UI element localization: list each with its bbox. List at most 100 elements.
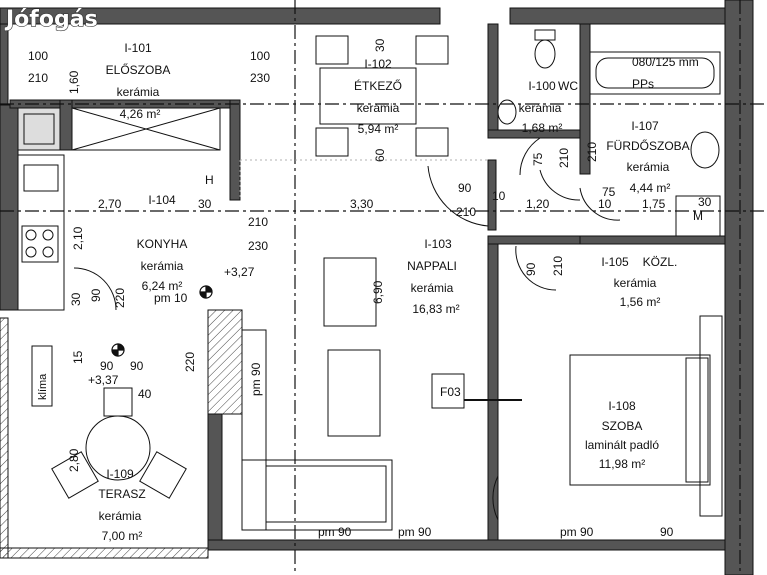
sink bbox=[23, 164, 59, 192]
wall-top-right bbox=[509, 7, 726, 25]
dim-label: pm 90 bbox=[398, 525, 432, 539]
sofa bbox=[241, 329, 267, 531]
room-area-utility: 1,56 m² bbox=[620, 295, 661, 309]
wall-kitchen-right bbox=[229, 99, 241, 201]
terrace-bottom-rail bbox=[0, 547, 209, 559]
room-label-kitchen: I-104 bbox=[148, 193, 176, 207]
room-name-bath: FÜRDŐSZOBA bbox=[606, 138, 689, 153]
dim-label: 75 bbox=[602, 185, 616, 199]
wall-left-upper bbox=[0, 23, 9, 105]
dim-label: 90 bbox=[660, 525, 674, 539]
room-area-kitchen: 6,24 m² bbox=[142, 279, 183, 293]
dim-label: 1,75 bbox=[642, 197, 666, 211]
wall-top-right-outer bbox=[724, 0, 754, 575]
chair-4 bbox=[415, 127, 449, 157]
dim-label: 1,60 bbox=[67, 70, 81, 94]
wardrobe-2 bbox=[699, 315, 723, 517]
dim-label: 230 bbox=[248, 239, 268, 253]
room-name-utility: KÖZL. bbox=[643, 255, 678, 269]
room-name-bedroom: SZOBA bbox=[602, 419, 643, 433]
f03-label: F03 bbox=[440, 385, 461, 399]
room-name-living: NAPPALI bbox=[407, 259, 457, 273]
room-area-bedroom: 11,98 m² bbox=[599, 457, 645, 471]
dining-table bbox=[319, 67, 417, 125]
terrace-chair-1 bbox=[103, 387, 133, 417]
chair-3 bbox=[315, 127, 349, 157]
dim-label: 10 bbox=[598, 197, 612, 211]
wall-wc-left bbox=[487, 23, 499, 135]
coffee-table-2 bbox=[327, 349, 381, 437]
h-label: H bbox=[205, 173, 214, 187]
room-label-dining: I-102 bbox=[364, 57, 392, 71]
dim-label: 30 bbox=[69, 292, 83, 306]
pps-label: PPs bbox=[632, 77, 654, 91]
wall-column bbox=[59, 99, 73, 151]
room-floor-utility: kerámia bbox=[614, 276, 657, 290]
dim-label: 100 bbox=[28, 49, 48, 63]
room-name-terrace: TERASZ bbox=[98, 487, 145, 501]
room-area-wc: 1,68 m² bbox=[522, 121, 563, 135]
dim-label: 3,30 bbox=[350, 197, 374, 211]
dim-label: pm 10 bbox=[154, 291, 188, 305]
dim-label: 6,90 bbox=[371, 280, 385, 304]
toilet bbox=[534, 39, 556, 69]
room-name-hall: ELŐSZOBA bbox=[106, 62, 171, 77]
room-name-dining: ÉTKEZŐ bbox=[354, 78, 402, 93]
dim-label: 2,70 bbox=[98, 197, 122, 211]
terrace-left-rail bbox=[0, 317, 9, 559]
misc-labels: 080/125 mm PPs F03 klíma H M bbox=[37, 55, 703, 400]
klima-box bbox=[31, 345, 53, 407]
hob-2 bbox=[42, 229, 54, 241]
dim-label: 90 bbox=[89, 288, 103, 302]
hob-4 bbox=[42, 246, 54, 258]
f03-box bbox=[431, 373, 465, 409]
dimension-labels: 100 210 1,60 100 230 30 60 2,70 30 210 2… bbox=[28, 38, 712, 539]
dim-label: 90 bbox=[100, 359, 114, 373]
room-label-terrace: I-109 bbox=[106, 467, 134, 481]
bath-vent-label: 080/125 mm bbox=[632, 55, 699, 69]
coffee-table bbox=[323, 257, 377, 327]
room-label-hall: I-101 bbox=[124, 41, 152, 55]
room-label-bedroom: I-108 bbox=[608, 399, 636, 413]
doors bbox=[73, 137, 621, 521]
level-markers bbox=[111, 285, 213, 357]
chair-1 bbox=[315, 35, 349, 65]
dim-label: 60 bbox=[373, 148, 387, 162]
dim-label: 90 bbox=[458, 181, 472, 195]
room-floor-terrace: kerámia bbox=[99, 509, 142, 523]
room-labels: I-101 ELŐSZOBA kerámia 4,26 m² I-102 ÉTK… bbox=[98, 41, 689, 543]
dim-label: 1,20 bbox=[526, 197, 550, 211]
room-floor-bedroom: laminált padló bbox=[585, 438, 659, 452]
dim-label: 75 bbox=[531, 152, 545, 166]
dim-label: 2,10 bbox=[71, 226, 85, 250]
terrace-chair-2 bbox=[51, 451, 99, 499]
dim-label: 30 bbox=[373, 38, 387, 52]
dim-label: 230 bbox=[250, 71, 270, 85]
bed bbox=[569, 354, 711, 486]
room-floor-living: kerámia bbox=[411, 281, 454, 295]
klima-label: klíma bbox=[37, 373, 49, 400]
dim-label: 40 bbox=[138, 387, 152, 401]
hob-3 bbox=[25, 246, 37, 258]
room-floor-bath: kerámia bbox=[627, 160, 670, 174]
wall-top-left bbox=[0, 7, 441, 25]
shaft-box bbox=[17, 107, 61, 151]
room-floor-wc: kerámia bbox=[519, 101, 562, 115]
wall-terrace-divider bbox=[207, 413, 223, 545]
room-floor-kitchen: kerámia bbox=[141, 259, 184, 273]
dim-label: +3,37 bbox=[88, 373, 119, 387]
room-area-hall: 4,26 m² bbox=[120, 107, 161, 121]
room-area-bath: 4,44 m² bbox=[630, 181, 671, 195]
dim-label: 210 bbox=[456, 205, 476, 219]
washer bbox=[675, 195, 721, 237]
room-label-living: I-103 bbox=[424, 237, 452, 251]
dim-label: 90 bbox=[524, 262, 538, 276]
wall-bath-bottom bbox=[579, 235, 726, 245]
dim-label: 210 bbox=[551, 256, 565, 276]
thin-grid bbox=[239, 159, 488, 200]
room-area-dining: 5,94 m² bbox=[358, 122, 399, 136]
room-label-utility: I-105 bbox=[601, 255, 629, 269]
dim-label: 220 bbox=[183, 352, 197, 372]
